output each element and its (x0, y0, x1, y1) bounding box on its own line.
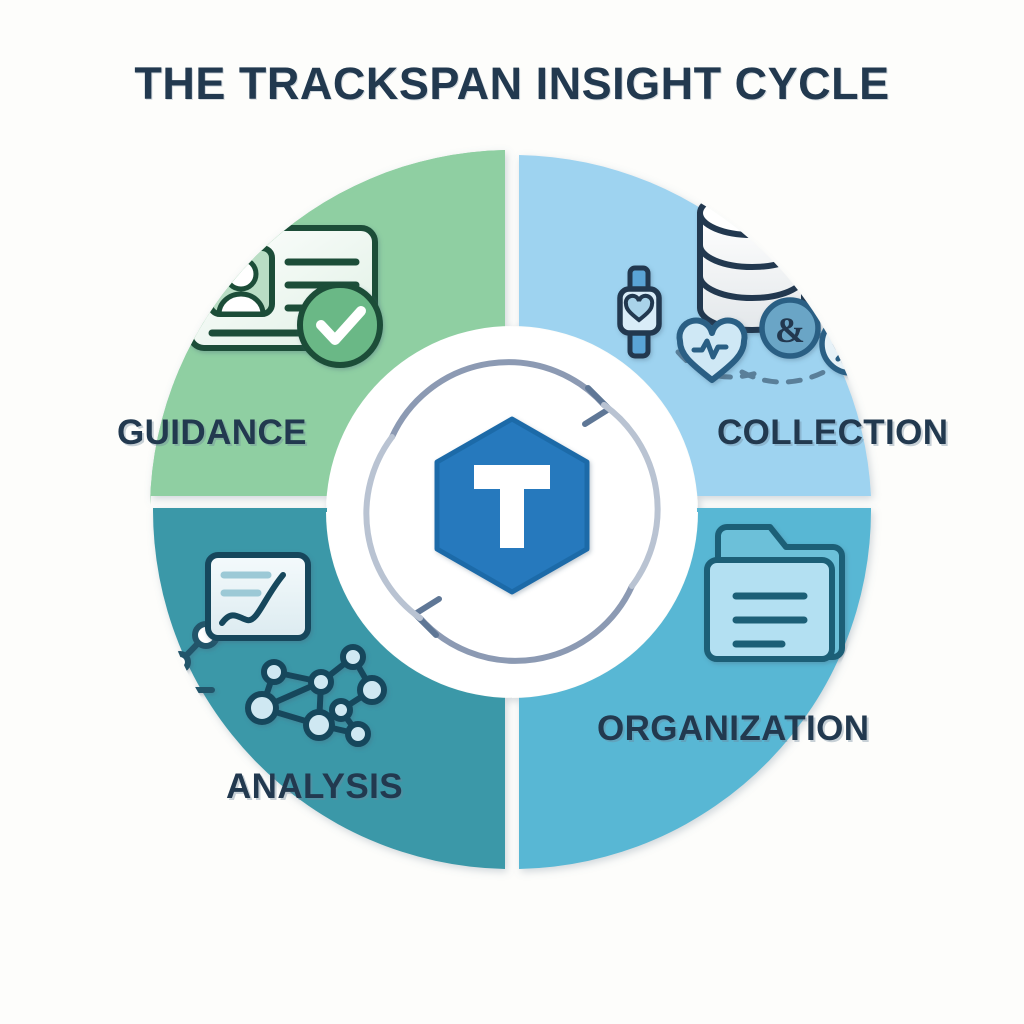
network-graph-icon[interactable] (245, 644, 387, 747)
label-analysis-shadow: ANALYSIS (228, 769, 405, 808)
label-organization: ORGANIZATION (597, 709, 869, 748)
avatar-body (216, 291, 266, 317)
guidance-icons (187, 225, 383, 368)
label-analysis: ANALYSIS (226, 767, 403, 806)
ampersand-circle-icon[interactable]: & (759, 297, 821, 359)
dna-circle-icon[interactable] (819, 312, 880, 376)
logo-letter-t (474, 465, 550, 548)
person-avatar-icon (223, 256, 259, 292)
check-circle-icon[interactable] (297, 282, 383, 368)
label-organization-shadow: ORGANIZATION (599, 711, 871, 750)
center-cycle-arrows (363, 359, 661, 664)
trackspan-hexagon-logo[interactable] (434, 416, 590, 595)
organization-icons (704, 524, 845, 662)
label-guidance: GUIDANCE (117, 413, 307, 452)
label-guidance-shadow: GUIDANCE (119, 415, 309, 454)
trend-chart-panel-icon[interactable] (205, 552, 311, 641)
label-collection-shadow: COLLECTION (719, 415, 950, 454)
heart-icon[interactable] (827, 218, 874, 262)
heart-icon[interactable] (854, 263, 901, 313)
smartwatch-heart-icon[interactable] (617, 265, 662, 359)
page-title: THE TRACKSPAN INSIGHT CYCLE (134, 58, 890, 109)
folder-document-icon[interactable] (704, 524, 845, 662)
quadrant-labels: GUIDANCE GUIDANCE COLLECTION COLLECTION … (117, 413, 950, 808)
label-collection: COLLECTION (717, 413, 948, 452)
heartbeat-heart-icon[interactable] (676, 317, 748, 383)
svg-text:&: & (775, 310, 805, 350)
